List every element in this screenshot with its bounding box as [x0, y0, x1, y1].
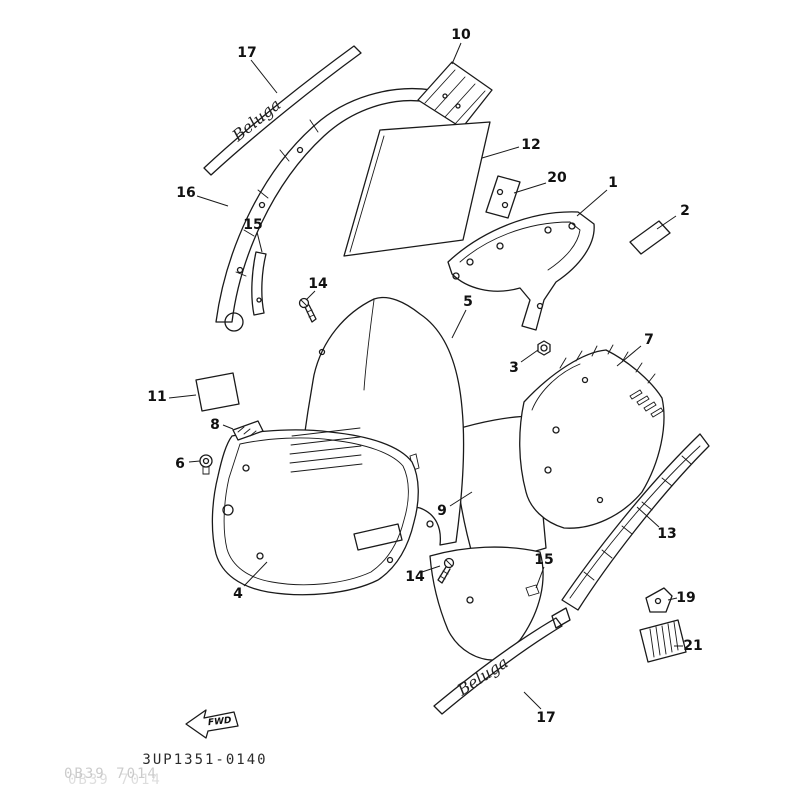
- fwd-arrow: FWD: [185, 709, 239, 739]
- callout-20: 20: [547, 170, 567, 186]
- callout-11: 11: [147, 389, 166, 405]
- stamp-text-ghost: 0B39 7014: [68, 772, 162, 788]
- emblem-badge-8: [232, 420, 264, 441]
- callout-10: 10: [451, 27, 471, 43]
- front-cover-4: [211, 427, 419, 596]
- callout-9: 9: [437, 503, 447, 519]
- panel-10: [417, 61, 493, 129]
- callout-7: 7: [644, 332, 654, 348]
- sticker-11: [195, 372, 240, 412]
- callout-15-top: 15: [243, 217, 262, 233]
- stamp-text-primary: 0B39 7014: [64, 766, 158, 782]
- callout-14-top: 14: [308, 276, 328, 292]
- callout-17-bottom: 17: [536, 710, 555, 726]
- leader-lines: [168, 42, 683, 710]
- bracket-20: [485, 175, 521, 219]
- bracket-19: [645, 587, 673, 613]
- emblem-script-bottom: Beluga: [453, 653, 512, 700]
- screw-14-lower: [437, 557, 455, 584]
- side-cover-7: [519, 344, 665, 529]
- callout-12: 12: [521, 137, 540, 153]
- trim-strip-13: [561, 433, 710, 611]
- callout-17-top: 17: [237, 45, 256, 61]
- callout-1: 1: [608, 175, 618, 191]
- sticker-2: [629, 220, 671, 255]
- clip-15-lower: [525, 584, 540, 597]
- print-stamp: 0B39 7014 0B39 7014: [64, 766, 162, 788]
- callout-14-bottom: 14: [405, 569, 425, 585]
- part-code: 3UP1351-0140: [142, 752, 267, 768]
- grille-21: [639, 619, 687, 663]
- callout-21: 21: [683, 638, 702, 654]
- bracket-15-upper: [251, 251, 267, 316]
- carrier-frame-1: [447, 211, 595, 331]
- callout-4: 4: [233, 586, 243, 602]
- callout-16: 16: [176, 185, 195, 201]
- callout-19: 19: [676, 590, 695, 606]
- callout-15-bottom: 15: [534, 552, 553, 568]
- screw-14-upper: [298, 297, 317, 323]
- callout-2: 2: [680, 203, 690, 219]
- emblem-script-top: Beluga: [228, 95, 285, 146]
- bolt-6: [199, 454, 213, 475]
- callout-3: 3: [509, 360, 519, 376]
- fwd-label: FWD: [208, 716, 233, 728]
- callout-13: 13: [657, 526, 676, 542]
- callout-5: 5: [463, 294, 473, 310]
- windshield-12: [343, 121, 491, 257]
- callout-numbers: 17 10 12 20 1 2 16 15 14 5 3 7 11 8 6 9 …: [147, 27, 702, 726]
- callout-6: 6: [175, 456, 185, 472]
- nut-3: [537, 340, 551, 356]
- callout-8: 8: [210, 417, 220, 433]
